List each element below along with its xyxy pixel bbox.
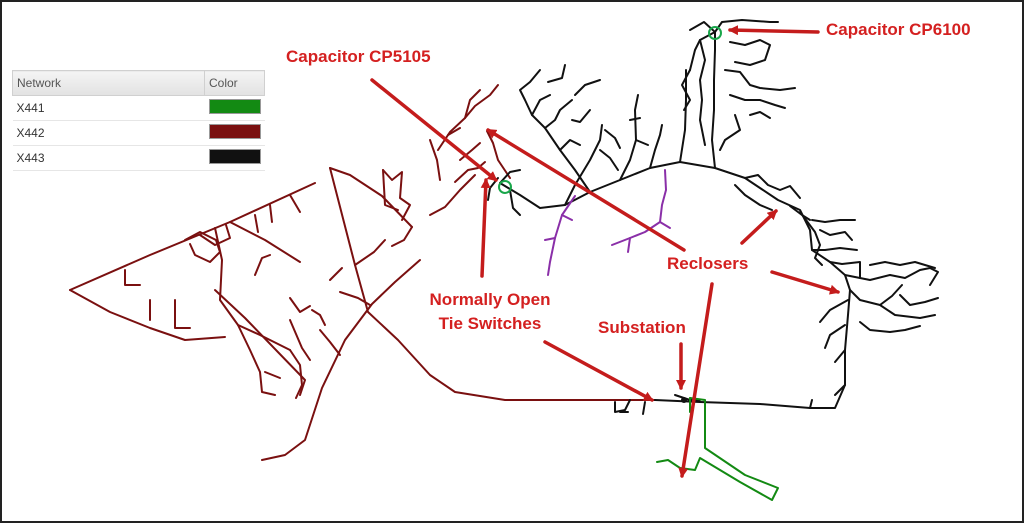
- legend-color-swatch: [208, 99, 261, 114]
- legend-network-name: X442: [12, 120, 205, 146]
- label-reclosers: Reclosers: [667, 254, 749, 273]
- legend-color-swatch: [208, 149, 261, 164]
- legend-row-x441: X441: [12, 95, 265, 121]
- arrow-recloser-3: [770, 270, 840, 295]
- label-capacitor-cp5105: Capacitor CP5105: [286, 47, 431, 66]
- network-legend: Network Color X441 X442 X443: [12, 70, 265, 171]
- legend-network-name: X441: [12, 95, 205, 121]
- legend-row-x443: X443: [12, 145, 265, 171]
- arrow-tie-to-substation: [543, 340, 654, 402]
- network-x443-lines: [487, 19, 939, 415]
- label-capacitor-cp6100: Capacitor CP6100: [826, 20, 971, 39]
- tie-switch-lines: [544, 169, 671, 276]
- label-normally-open-line1: Normally Open: [429, 290, 551, 309]
- annotation-arrows: [370, 25, 840, 478]
- network-x442-lines: [69, 84, 656, 461]
- arrow-cp5105: [370, 78, 498, 182]
- legend-header-color: Color: [204, 70, 265, 96]
- legend-network-name: X443: [12, 145, 205, 171]
- arrow-recloser-1: [486, 128, 686, 252]
- legend-row-x442: X442: [12, 120, 265, 146]
- arrow-recloser-4: [678, 282, 714, 478]
- label-normally-open-line2: Tie Switches: [438, 314, 542, 333]
- legend-header-network: Network: [12, 70, 205, 96]
- network-x441-lines: [656, 397, 779, 501]
- legend-color-swatch: [208, 124, 261, 139]
- substation-marker: [681, 397, 687, 403]
- label-substation: Substation: [598, 318, 686, 337]
- capacitor-cp6100-marker: [708, 26, 722, 40]
- label-normally-open-tie-switches: Normally Open Tie Switches: [412, 288, 568, 336]
- capacitor-cp5105-marker: [498, 180, 512, 194]
- arrow-cp6100: [728, 25, 820, 36]
- arrow-recloser-2: [740, 209, 778, 245]
- arrow-tie-switch: [480, 178, 491, 278]
